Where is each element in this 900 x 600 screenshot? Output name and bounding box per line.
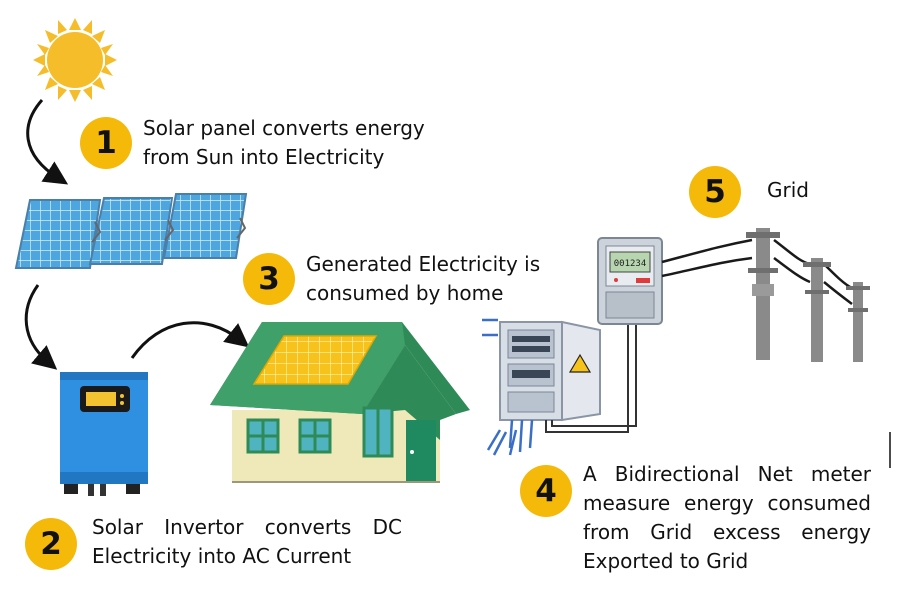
step-3-number: 3 xyxy=(258,261,280,297)
step-2-text: Solar Invertor converts DC Electricity i… xyxy=(92,515,402,568)
step-3-badge: 3 xyxy=(243,253,295,305)
grid-poles-icon xyxy=(746,228,870,362)
solar-panels-icon xyxy=(14,193,248,269)
step-4-text: A Bidirectional Net meter measure energy… xyxy=(583,462,871,573)
step-5-text: Grid xyxy=(767,178,809,202)
arrow-inverter-to-house xyxy=(130,321,250,359)
meter-display: 001234 xyxy=(614,259,647,269)
solar-inverter-icon xyxy=(60,372,148,496)
step-4-badge: 4 xyxy=(520,465,572,517)
arrow-panels-to-inverter xyxy=(24,284,58,370)
step-1-badge: 1 xyxy=(80,117,132,169)
step-1-number: 1 xyxy=(95,125,117,161)
step-4-number: 4 xyxy=(535,473,557,509)
step-2-number: 2 xyxy=(40,526,62,562)
step-5-badge: 5 xyxy=(689,166,741,218)
step-1-text: Solar panel converts energy from Sun int… xyxy=(143,116,425,169)
step-5-number: 5 xyxy=(704,174,726,210)
house-icon xyxy=(210,322,470,483)
arrow-sun-to-panels xyxy=(26,99,69,185)
step-2-badge: 2 xyxy=(25,518,77,570)
sun-icon xyxy=(33,18,117,102)
step-3-text: Generated Electricity is consumed by hom… xyxy=(306,252,541,305)
net-meter-icon: 001234 xyxy=(597,237,663,325)
distribution-box-icon xyxy=(482,318,637,456)
